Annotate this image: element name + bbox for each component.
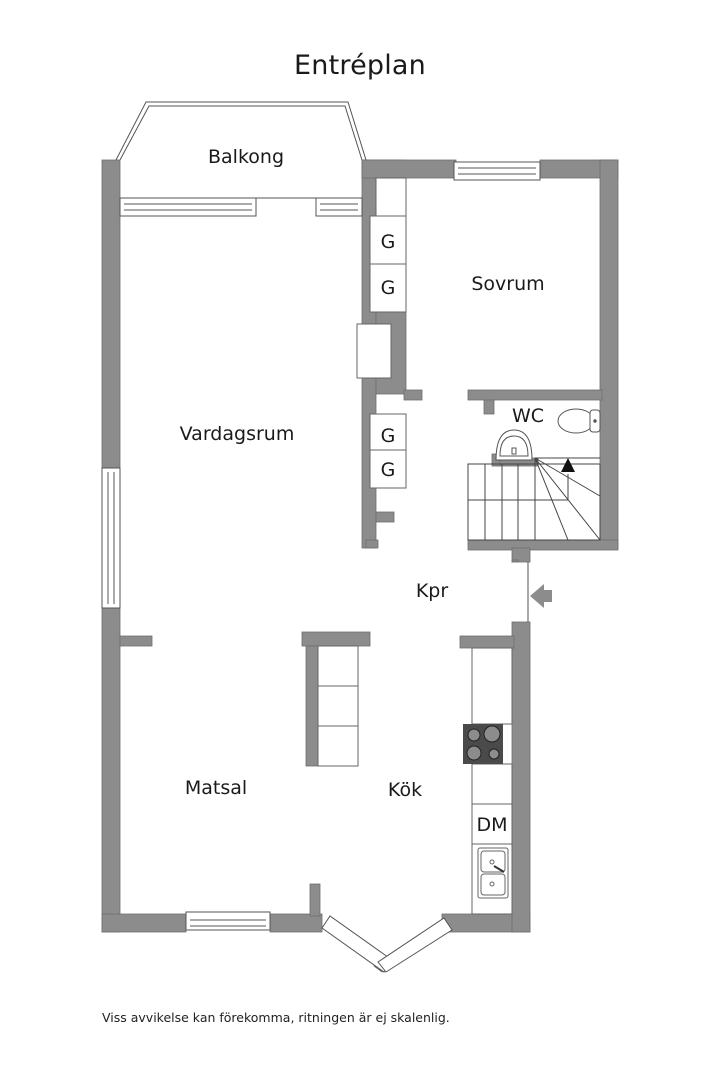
room-label-balcony: Balkong bbox=[207, 146, 285, 168]
disclaimer-note: Viss avvikelse kan förekomma, ritningen … bbox=[102, 1010, 450, 1025]
plan-title: Entréplan bbox=[294, 50, 426, 81]
room-label-wc: WC bbox=[511, 405, 545, 427]
stairs-up-arrow-icon bbox=[561, 458, 575, 472]
wardrobe-label: G bbox=[380, 459, 396, 481]
toilet-icon bbox=[557, 408, 601, 434]
wall-right bbox=[599, 159, 619, 549]
room-label-bedroom: Sovrum bbox=[471, 273, 545, 295]
wall-left-lower bbox=[101, 607, 121, 933]
dishwasher-label: DM bbox=[476, 814, 508, 836]
sink-icon bbox=[477, 847, 509, 899]
wall-bottom-left bbox=[101, 913, 187, 933]
wardrobe-label: G bbox=[380, 425, 396, 447]
wall-kitchen-right bbox=[511, 621, 531, 933]
wall-left-upper bbox=[101, 159, 121, 471]
washbasin-icon bbox=[495, 429, 533, 461]
entrance-arrow-icon bbox=[530, 584, 552, 608]
room-label-dining: Matsal bbox=[184, 777, 248, 799]
wardrobe-label: G bbox=[380, 277, 396, 299]
room-label-hall: Kpr bbox=[415, 580, 449, 602]
room-label-living-room: Vardagsrum bbox=[179, 423, 295, 445]
wall-bottom-mid bbox=[269, 913, 323, 933]
stove-icon bbox=[463, 724, 503, 764]
wardrobe-label: G bbox=[380, 231, 396, 253]
room-label-kitchen: Kök bbox=[387, 779, 423, 801]
